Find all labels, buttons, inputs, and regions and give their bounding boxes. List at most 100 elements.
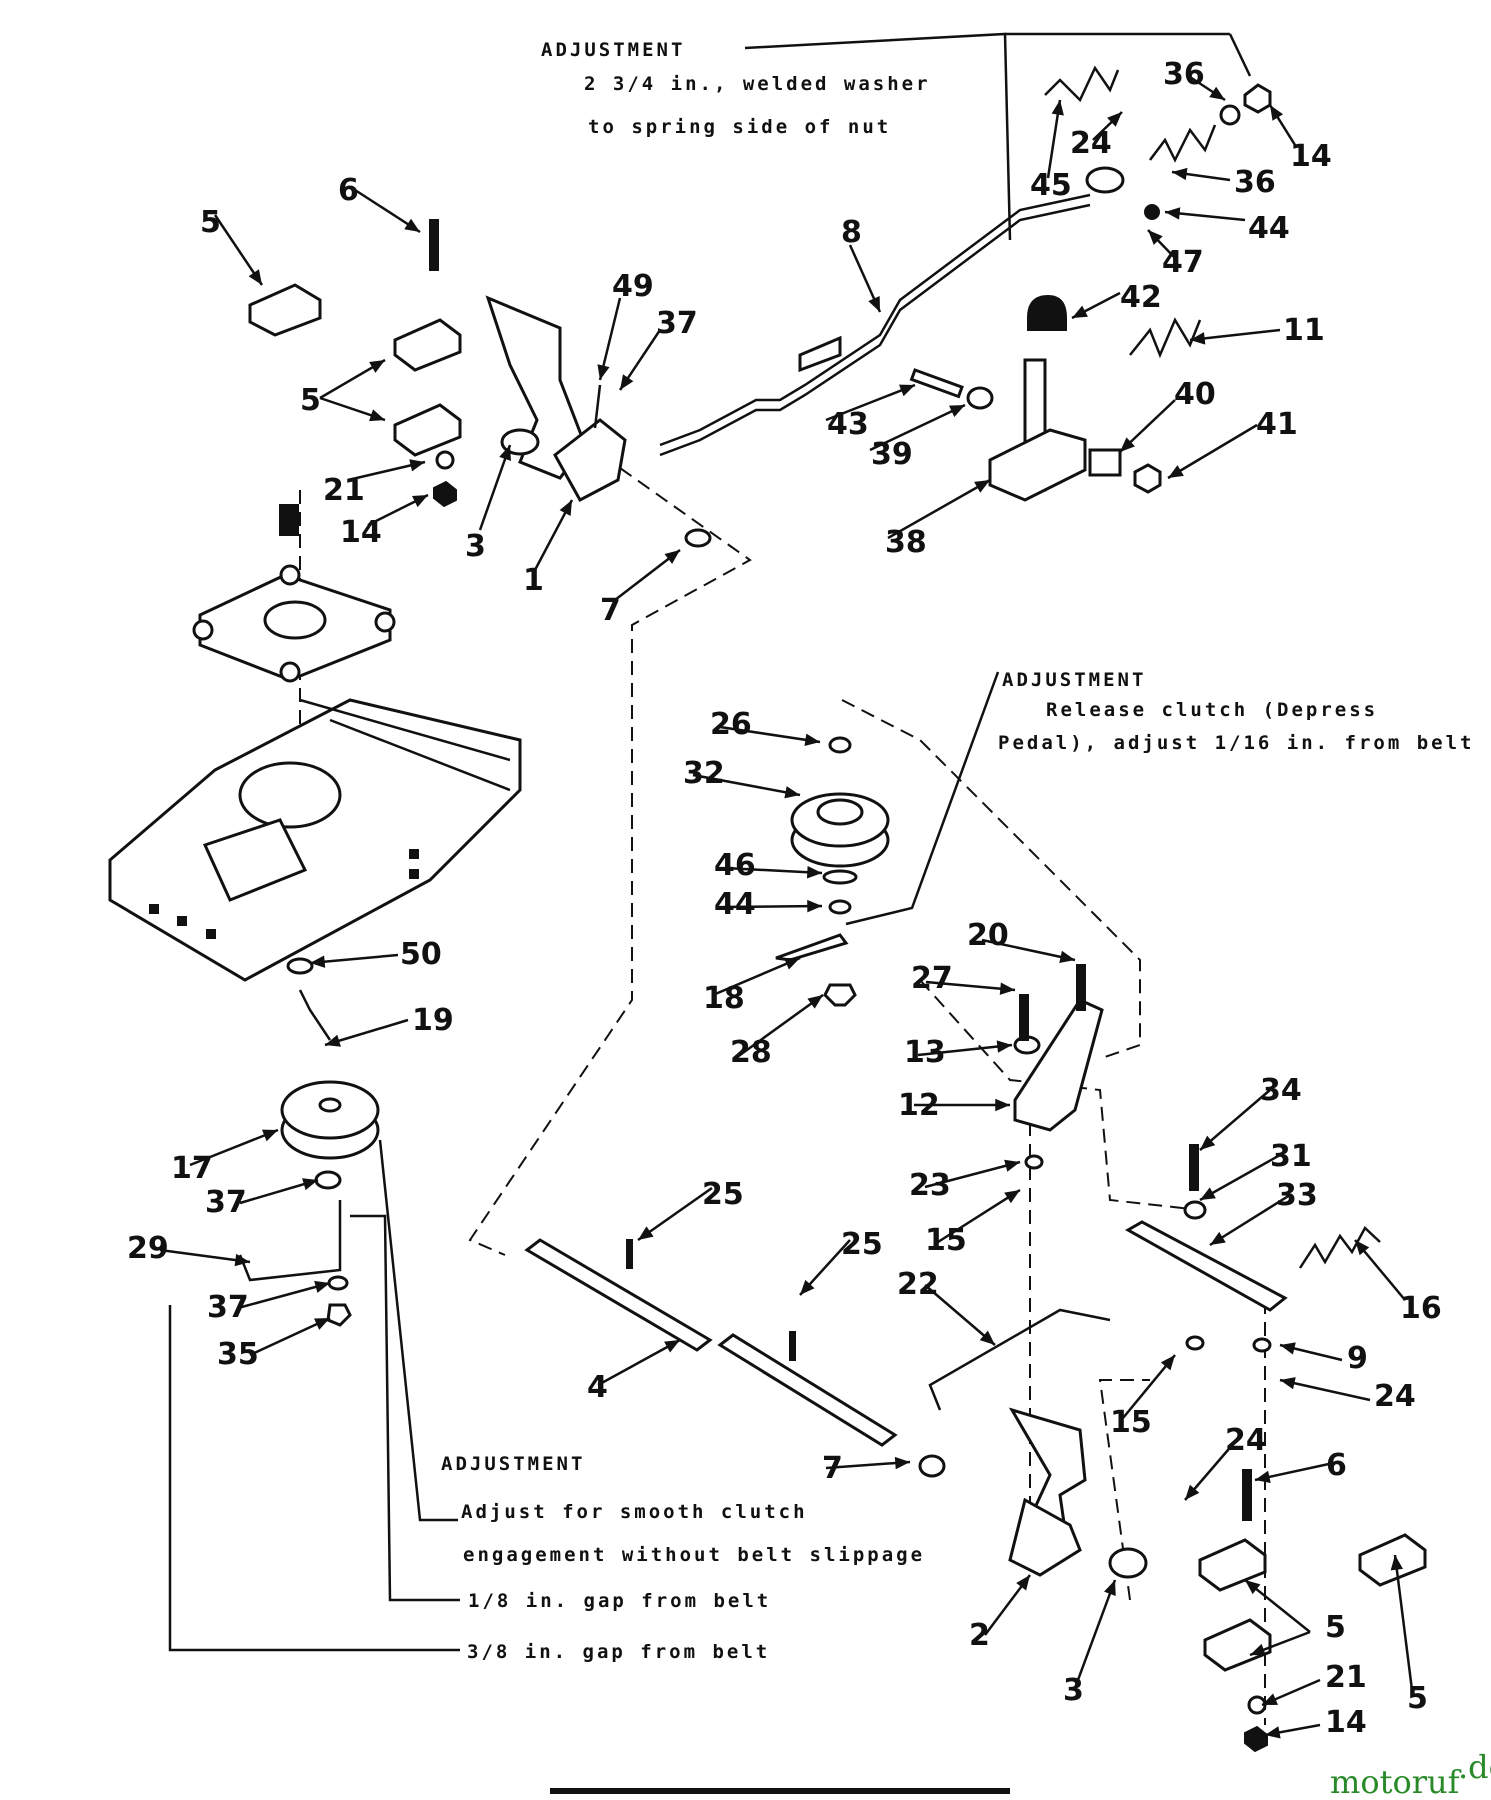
arrow-head	[314, 1318, 330, 1330]
callout-21: 21	[1325, 1660, 1367, 1695]
leader-line	[478, 444, 512, 531]
leader-line	[159, 1248, 251, 1264]
leader-line	[1209, 1193, 1291, 1247]
leader-line	[924, 1160, 1021, 1189]
arrow-head	[597, 364, 610, 380]
leader-line	[1279, 1378, 1371, 1402]
arrow-head	[234, 1253, 250, 1267]
arrow-head	[369, 409, 385, 422]
note-line: Adjust for smooth clutch	[461, 1501, 808, 1523]
note-line: Pedal), adjust 1/16 in. from belt	[998, 732, 1475, 754]
arrow-head	[620, 374, 634, 390]
arrow-head	[314, 1280, 330, 1293]
cross-shaft-4	[524, 1238, 946, 1478]
leader-line	[925, 980, 1016, 992]
pedal-1	[485, 295, 712, 548]
callout-14: 14	[1290, 139, 1332, 174]
leader-line	[1199, 1089, 1271, 1151]
arrow-head	[894, 1456, 910, 1470]
arrow-head	[868, 296, 880, 312]
leader-line	[981, 938, 1076, 962]
callout-39: 39	[871, 437, 913, 472]
spring-16	[1298, 1225, 1381, 1269]
arrow-head	[1185, 1484, 1200, 1500]
pulley-32	[775, 736, 890, 1007]
arrow-head	[325, 1034, 341, 1047]
callout-12: 12	[898, 1088, 940, 1123]
leader-line	[825, 383, 916, 422]
arrow-head	[1210, 1231, 1226, 1245]
callout-28: 28	[730, 1035, 772, 1070]
arrow-head	[664, 550, 680, 564]
arrow-head	[1104, 1580, 1116, 1596]
callout-15: 15	[925, 1223, 967, 1258]
callout-19: 19	[412, 1003, 454, 1038]
callout-37: 37	[207, 1290, 249, 1325]
callout-24: 24	[1070, 126, 1112, 161]
leader-arrows	[159, 73, 1414, 1739]
leader-line	[724, 866, 823, 875]
arrow-head	[1004, 1190, 1020, 1204]
arrow-head	[979, 1330, 995, 1345]
arrow-head	[784, 786, 800, 799]
leader-line	[723, 904, 823, 909]
rod-8	[659, 193, 1091, 457]
callout-5: 5	[1407, 1681, 1428, 1716]
arrow-head	[807, 995, 823, 1009]
adjustment-note-bottom: ADJUSTMENT Adjust for smooth clutch enga…	[168, 1139, 922, 1663]
callout-31: 31	[1270, 1139, 1312, 1174]
leader-line	[1199, 1153, 1281, 1202]
callout-4: 4	[587, 1370, 608, 1405]
note-line: 2 3/4 in., welded washer	[584, 73, 931, 95]
callout-7: 7	[822, 1451, 843, 1486]
callout-16: 16	[1400, 1291, 1442, 1326]
note-line: 1/8 in. gap from belt	[468, 1590, 771, 1612]
leader-line	[1189, 328, 1281, 342]
arrow-head	[1190, 332, 1206, 345]
callout-21: 21	[323, 473, 365, 508]
arrow-head	[807, 899, 822, 913]
callout-6: 6	[1326, 1448, 1347, 1483]
arrow-head	[1200, 1187, 1216, 1200]
arrow-head	[1072, 305, 1088, 318]
arrow-head	[302, 1178, 318, 1191]
callout-18: 18	[703, 981, 745, 1016]
callout-42: 42	[1120, 280, 1162, 315]
link-12	[1013, 964, 1288, 1353]
top-springs	[1027, 65, 1272, 359]
leader-line	[1073, 1579, 1117, 1689]
clamp-blocks-bottom	[1198, 1469, 1427, 1753]
arrow-head	[1209, 86, 1225, 100]
note-line: Release clutch (Depress	[1046, 699, 1378, 721]
callout-5: 5	[200, 205, 221, 240]
bottom-rule	[550, 1788, 1010, 1794]
note-title: ADJUSTMENT	[1002, 669, 1146, 691]
arrow-head	[404, 218, 420, 232]
leader-line	[1167, 423, 1258, 480]
leader-line	[1393, 1554, 1414, 1691]
leader-line	[887, 478, 991, 540]
leader-line	[937, 1188, 1021, 1244]
callout-20: 20	[967, 918, 1009, 953]
leader-line	[712, 956, 801, 997]
callout-17: 17	[171, 1151, 213, 1186]
arrow-head	[1255, 1470, 1271, 1483]
callout-13: 13	[904, 1035, 946, 1070]
callout-43: 43	[827, 407, 869, 442]
arrow-head	[1160, 1355, 1175, 1371]
adjustment-note-mid: ADJUSTMENT Release clutch (Depress Pedal…	[845, 669, 1475, 926]
arrow-head	[949, 405, 965, 417]
callout-35: 35	[217, 1337, 259, 1372]
callout-24: 24	[1374, 1379, 1416, 1414]
arrow-head	[999, 982, 1015, 995]
arrow-head	[1016, 1575, 1030, 1591]
arrow-head	[784, 958, 800, 970]
callout-5: 5	[1325, 1610, 1346, 1645]
arrow-head	[995, 1098, 1010, 1112]
callout-45: 45	[1030, 168, 1072, 203]
arrow-head	[1004, 1159, 1020, 1172]
arrow-head	[1390, 1555, 1404, 1571]
assembly-lines	[299, 467, 1266, 1725]
leader-line	[739, 993, 824, 1057]
